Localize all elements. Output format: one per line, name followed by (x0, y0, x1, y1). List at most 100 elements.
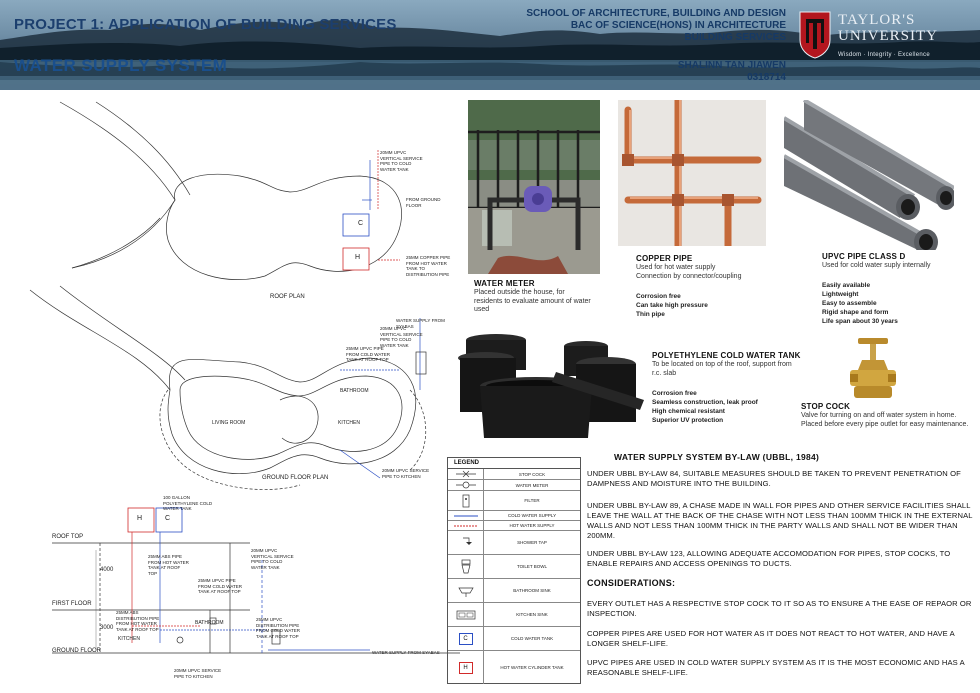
legend-label: COLD WATER TANK (510, 636, 554, 641)
ground-floor-plan-label: GROUND FLOOR PLAN (262, 475, 329, 481)
legend-label: HOT WATER SUPPLY (509, 523, 555, 528)
room-living-label: LIVING ROOM (212, 420, 246, 426)
legend-table: LEGEND STOP COCK WATER METER FILTER COLD… (447, 457, 581, 684)
bylaw-paragraph: UNDER UBBL BY-LAW 89, A CHASE MADE IN WA… (587, 501, 973, 540)
dimension-upper: 4000 (100, 567, 114, 573)
legend-row: BATHROOM SINK (448, 579, 580, 603)
section-note-supply-syabas: WATER SUPPLY FROM SYABAS (372, 650, 440, 655)
gf-note-vertical-pipe: 20MM UPVC VERTICAL SERVICE PIPE TO COLD … (380, 326, 423, 348)
roof-hot-tank-label: H (355, 254, 361, 261)
copper-pipe-photo (618, 100, 766, 246)
feature-item: Can take high pressure (636, 302, 708, 309)
school-line: BUILDING SERVICES (684, 32, 787, 43)
consideration-item: COPPER PIPES ARE USED FOR HOT WATER AS I… (587, 629, 955, 648)
section-cold-tank-label: C (165, 515, 171, 522)
university-tagline: Wisdom · Integrity · Excellence (838, 52, 930, 58)
bathroom-sink-icon (448, 579, 484, 602)
consideration-item: EVERY OUTLET HAS A RESPECTIVE STOP COCK … (587, 599, 972, 618)
roof-plan-label: ROOF PLAN (270, 294, 305, 300)
university-brand: TAYLOR'S UNIVERSITY Wisdom · Integrity ·… (798, 10, 974, 70)
hot-tank-letter: H (458, 661, 473, 674)
consideration-item: UPVC PIPES ARE USED IN COLD WATER SUPPLY… (587, 658, 965, 677)
legend-row: HOT WATER SUPPLY (448, 521, 580, 531)
feature-item: High chemical resistant (652, 408, 725, 415)
gf-note-kitchen-pipe: 20MM UPVC SERVICE PIPE TO KITCHEN (382, 468, 430, 479)
gf-note-supply-syabas: WATER SUPPLY FROM SYABAS (396, 318, 445, 329)
legend-row: SHOWER TAP (448, 531, 580, 555)
feature-item: Seamless construction, leak proof (652, 399, 758, 406)
section-hot-tank-label: H (137, 515, 143, 522)
upvc-pipe-features: Easily available Lightweight Easy to ass… (822, 281, 898, 326)
stop-cock-photo (848, 336, 898, 400)
copper-pipe-title: COPPER PIPE (636, 254, 693, 263)
legend-label: SHOWER TAP (517, 540, 547, 545)
legend-row: KITCHEN SINK (448, 603, 580, 627)
filter-icon (448, 491, 484, 510)
legend-label: FILTER (524, 498, 540, 503)
feature-item: Corrosion free (636, 293, 681, 300)
shower-tap-icon (448, 531, 484, 554)
plans-and-section-drawing (29, 101, 460, 654)
cold-water-tank-features: Corrosion free Seamless construction, le… (652, 389, 758, 425)
gf-note-hot-pipe: 25MM UPVC PIPE FROM COLD WATER TANK AT R… (346, 346, 390, 362)
upvc-pipe-photo (784, 100, 954, 250)
student-info: SHALINN TAN JIAWEN 0318714 (678, 60, 786, 84)
legend-row: COLD WATER SUPPLY (448, 511, 580, 521)
feature-item: Lightweight (822, 291, 859, 298)
hot-tank-icon: H (448, 651, 484, 684)
university-name-line: UNIVERSITY (838, 28, 938, 44)
stop-cock-desc: Valve for turning on and off water syste… (801, 412, 969, 428)
toilet-bowl-icon (448, 555, 484, 578)
school-info: SCHOOL OF ARCHITECTURE, BUILDING AND DES… (526, 8, 786, 44)
water-meter-photo (468, 100, 600, 274)
university-logo-icon (799, 11, 831, 59)
room-kitchen-label: KITCHEN (338, 420, 360, 426)
student-id: 0318714 (747, 72, 786, 83)
legend-row: TOILET BOWL (448, 555, 580, 579)
roof-note-vertical-pipe: 20MM UPVC VERTICAL SERVICE PIPE TO COLD … (380, 150, 423, 172)
section-cold-tank (155, 507, 183, 533)
cold-water-tank-desc: To be located on top of the roof, suppor… (652, 361, 792, 377)
copper-pipe-desc-line: Connection by connector/coupling (636, 272, 742, 280)
copper-pipe-desc: Used for hot water supply Connection by … (636, 264, 768, 281)
lake-landscape-background (0, 20, 980, 90)
section-hot-tank (127, 507, 155, 533)
considerations-title: CONSIDERATIONS: (587, 578, 676, 588)
feature-item: Easy to assemble (822, 300, 877, 307)
upvc-pipe-desc: Used for cold water suply internally (822, 262, 931, 269)
level-roof-top: ROOF TOP (52, 534, 84, 540)
legend-row: FILTER (448, 491, 580, 511)
bylaw-paragraph: UNDER UBBL BY-LAW 84, SUITABLE MEASURES … (587, 469, 961, 488)
ground-floor-plan-drawing (29, 285, 427, 490)
system-title: WATER SUPPLY SYSTEM (14, 56, 228, 75)
section-note-vertical: 20MM UPVC VERTICAL SERVICE PIPE TO COLD … (251, 548, 294, 570)
room-bathroom-label: BATHROOM (340, 388, 369, 394)
feature-item: Superior UV protection (652, 417, 724, 424)
drawings-panel: C H 20MM UPVC VERTICAL SERVICE PIPE TO C… (0, 90, 460, 693)
legend-row: STOP COCK (448, 469, 580, 480)
level-ground-floor: GROUND FLOOR (52, 648, 102, 654)
cold-water-tank-title: POLYETHYLENE COLD WATER TANK (652, 351, 801, 360)
cold-water-tank-photo (456, 330, 646, 440)
cold-line-icon (448, 511, 484, 520)
legend-label: COLD WATER SUPPLY (507, 513, 557, 518)
kitchen-sink-icon (448, 603, 484, 626)
roof-note-copper-pipe: 25MM COPPER PIPE FROM HOT WATER TANK TO … (406, 255, 451, 277)
hot-line-icon (448, 521, 484, 530)
university-name-line: TAYLOR'S (838, 12, 916, 28)
feature-item: Corrosion free (652, 390, 697, 397)
legend-label: HOT WATER CYLINDER TANK (500, 665, 564, 670)
water-meter-desc: Placed outside the house, for residents … (474, 289, 591, 313)
level-first-floor: FIRST FLOOR (52, 601, 92, 607)
copper-pipe-features: Corrosion free Can take high pressure Th… (636, 292, 708, 319)
upvc-pipe-title: UPVC PIPE CLASS D (822, 252, 906, 261)
section-note-cold-pipe: 25MM UPVC PIPE FROM COLD WATER TANK AT R… (198, 578, 242, 594)
cold-tank-icon: C (448, 627, 484, 650)
cold-tank-letter: C (458, 632, 473, 645)
project-title: PROJECT 1: APPLICATION OF BUILDING SERVI… (14, 16, 397, 33)
stop-cock-title: STOP COCK (801, 402, 851, 411)
legend-label: WATER METER (515, 482, 549, 488)
legend-row: C COLD WATER TANK (448, 627, 580, 651)
legend-label: STOP COCK (518, 471, 546, 477)
water-meter-icon (448, 480, 484, 490)
